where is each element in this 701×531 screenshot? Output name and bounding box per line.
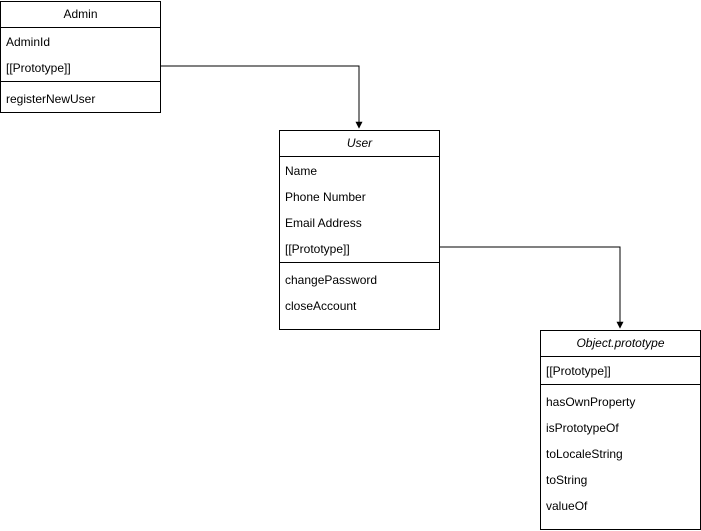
method-change-password: changePassword bbox=[285, 273, 378, 287]
connector-user-to-object-prototype bbox=[440, 246, 624, 329]
method-register-new-user: registerNewUser bbox=[6, 92, 96, 106]
class-object-prototype[interactable]: Object.prototype [[Prototype]] hasOwnPro… bbox=[540, 330, 701, 530]
method-to-locale-string: toLocaleString bbox=[546, 447, 623, 461]
method-to-string: toString bbox=[546, 473, 588, 487]
attribute-email-address: Email Address bbox=[285, 216, 362, 230]
attribute-admin-prototype: [[Prototype]] bbox=[6, 61, 71, 75]
attribute-phone-number: Phone Number bbox=[285, 190, 366, 204]
attribute-name: Name bbox=[285, 164, 318, 178]
attribute-object-prototype: [[Prototype]] bbox=[546, 364, 611, 378]
class-object-prototype-attributes: [[Prototype]] bbox=[541, 357, 700, 385]
class-admin[interactable]: Admin AdminId [[Prototype]] registerNewU… bbox=[0, 1, 161, 113]
class-object-prototype-methods: hasOwnProperty isPrototypeOf toLocaleStr… bbox=[541, 385, 700, 519]
connector-admin-to-user bbox=[160, 65, 363, 129]
class-admin-title: Admin bbox=[1, 2, 160, 28]
class-user-attributes: Name Phone Number Email Address [[Protot… bbox=[280, 157, 439, 263]
class-admin-methods: registerNewUser bbox=[1, 82, 160, 112]
attribute-user-prototype: [[Prototype]] bbox=[285, 242, 350, 256]
method-value-of: valueOf bbox=[546, 499, 588, 513]
class-user[interactable]: User Name Phone Number Email Address [[P… bbox=[279, 130, 440, 330]
method-close-account: closeAccount bbox=[285, 299, 357, 313]
class-admin-attributes: AdminId [[Prototype]] bbox=[1, 28, 160, 82]
attribute-admin-id: AdminId bbox=[6, 35, 51, 49]
class-user-methods: changePassword closeAccount bbox=[280, 263, 439, 319]
class-object-prototype-title: Object.prototype bbox=[541, 331, 700, 357]
method-has-own-property: hasOwnProperty bbox=[546, 395, 636, 409]
class-user-title: User bbox=[280, 131, 439, 157]
method-is-prototype-of: isPrototypeOf bbox=[546, 421, 619, 435]
